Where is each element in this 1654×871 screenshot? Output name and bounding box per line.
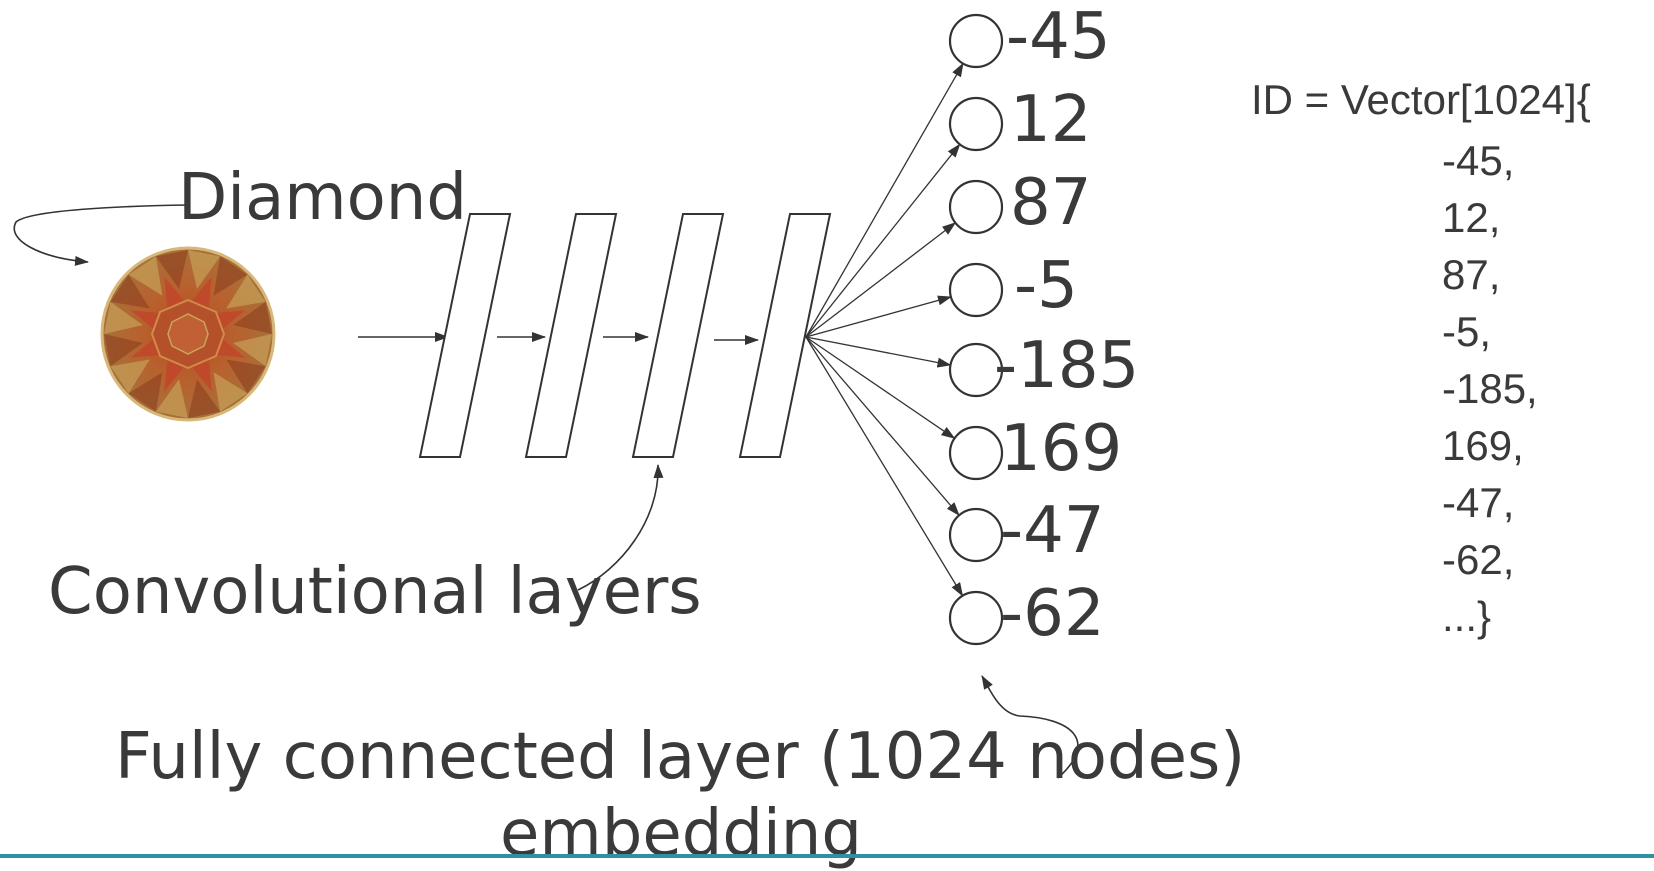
embedding-node <box>948 13 1004 69</box>
conv-layers-label: Convolutional layers <box>48 555 702 629</box>
node-value-label: -185 <box>994 329 1140 403</box>
node-value-label: 87 <box>1010 166 1092 240</box>
node-value-label: -62 <box>1000 577 1105 651</box>
fc-connection-arrow <box>805 336 952 368</box>
gem-facet <box>104 334 143 367</box>
gem-facet <box>188 379 221 418</box>
fc-connection-arrow <box>805 222 957 338</box>
conv-layer-4 <box>738 213 832 458</box>
diamond-pointer-arrow <box>13 204 189 266</box>
footer-divider <box>0 854 1654 858</box>
fc-connection-arrow <box>805 336 960 517</box>
gem-facet <box>226 359 266 394</box>
fc-connection-arrow <box>805 336 956 439</box>
node-value-label: 169 <box>1000 412 1123 486</box>
vector-header: ID = Vector[1024]{ <box>1251 76 1591 123</box>
gem-facet <box>233 334 272 367</box>
embedding-node <box>948 96 1004 152</box>
node-value-label: -47 <box>1000 494 1105 568</box>
gem-facet <box>128 372 163 412</box>
round-brilliant-diamond-icon <box>100 246 276 422</box>
vector-entry: -5, <box>1442 308 1492 355</box>
fc-layer-pointer-arrow <box>981 675 1079 779</box>
fc-layer-label: Fully connected layer (1024 nodes) <box>115 720 1246 794</box>
gem-facet <box>110 274 150 309</box>
vector-entry: -45, <box>1442 137 1515 184</box>
conv-layer-2 <box>524 213 618 458</box>
node-value-label: 12 <box>1010 83 1092 157</box>
vector-entry: 12, <box>1442 194 1501 241</box>
vector-entry: -62, <box>1442 536 1515 583</box>
conv-layers-pointer-arrow <box>577 464 664 591</box>
node-value-label: -45 <box>1006 0 1111 74</box>
gem-facet <box>188 250 221 289</box>
embedding-node <box>948 179 1004 235</box>
embedding-node <box>948 342 1004 398</box>
gem-facet <box>213 372 248 412</box>
fully-connected-fanout <box>805 62 964 597</box>
diamond-label: Diamond <box>178 161 467 235</box>
embedding-nodes <box>948 13 1004 646</box>
fc-connection-arrow <box>805 62 964 338</box>
embedding-node <box>948 507 1004 563</box>
conv-layer-3 <box>631 213 725 458</box>
embedding-node <box>948 590 1004 646</box>
gem-facet <box>155 379 188 418</box>
node-value-label: -5 <box>1014 249 1078 323</box>
gem-facet <box>226 274 266 309</box>
gem-facet <box>110 359 150 394</box>
gem-facet <box>128 256 163 296</box>
gem-facet <box>155 250 188 289</box>
vector-entry: 169, <box>1442 422 1524 469</box>
vector-entry: ...} <box>1442 593 1492 640</box>
embedding-node <box>948 425 1004 481</box>
gem-facet <box>233 301 272 334</box>
vector-entry: -185, <box>1442 365 1538 412</box>
vector-entry: 87, <box>1442 251 1501 298</box>
embedding-node <box>948 262 1004 318</box>
fc-connection-arrow <box>805 295 952 338</box>
vector-entry: -47, <box>1442 479 1515 526</box>
conv-layer-1 <box>418 213 512 458</box>
gem-facet <box>213 256 248 296</box>
fc-connection-arrow <box>805 143 961 338</box>
gem-facet <box>104 301 143 334</box>
fc-connection-arrow <box>805 336 964 597</box>
